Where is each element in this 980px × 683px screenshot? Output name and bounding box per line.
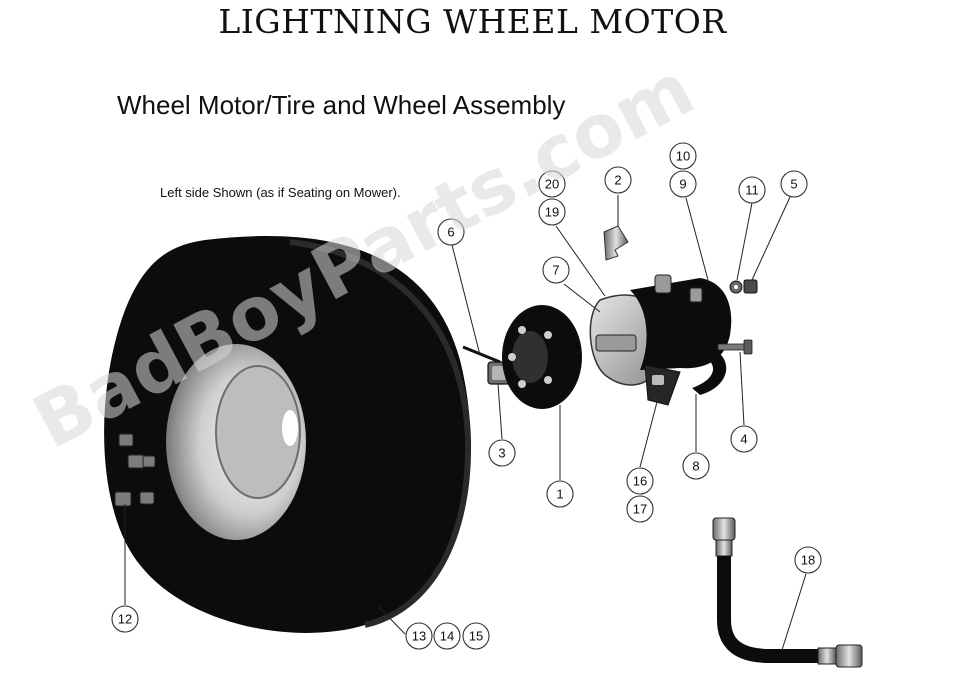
callout-8: 8 xyxy=(682,452,710,480)
callout-18: 18 xyxy=(794,546,822,574)
svg-text:4: 4 xyxy=(740,432,747,447)
callout-14: 14 xyxy=(433,622,461,650)
tire-and-wheel xyxy=(104,236,472,633)
brake-arm xyxy=(692,345,727,395)
callout-20: 20 xyxy=(538,170,566,198)
page-title: LIGHTNING WHEEL MOTOR xyxy=(218,2,727,41)
callout-9: 9 xyxy=(669,170,697,198)
svg-text:12: 12 xyxy=(118,612,132,627)
callout-2: 2 xyxy=(604,166,632,194)
callout-1: 1 xyxy=(546,480,574,508)
svg-text:13: 13 xyxy=(412,629,426,644)
svg-text:17: 17 xyxy=(633,502,647,517)
svg-text:2: 2 xyxy=(614,173,621,188)
svg-text:19: 19 xyxy=(545,205,559,220)
lug-nuts xyxy=(114,433,156,507)
svg-text:6: 6 xyxy=(447,225,454,240)
motor-bracket xyxy=(644,364,681,406)
callout-7: 7 xyxy=(542,256,570,284)
cotter-pin xyxy=(462,345,501,364)
orientation-note: Left side Shown (as if Seating on Mower)… xyxy=(160,185,401,200)
svg-text:5: 5 xyxy=(790,177,797,192)
leader-lines xyxy=(124,195,807,651)
lug-nut xyxy=(114,491,132,507)
tire-tread-shade xyxy=(289,239,472,628)
callout-10: 10 xyxy=(669,142,697,170)
callout-4: 4 xyxy=(730,425,758,453)
svg-text:8: 8 xyxy=(692,459,699,474)
lug-nut xyxy=(142,455,156,468)
svg-text:9: 9 xyxy=(679,177,686,192)
svg-text:11: 11 xyxy=(745,183,759,198)
svg-text:7: 7 xyxy=(552,263,559,278)
wheel-rim-inner xyxy=(215,365,301,499)
lug-nut xyxy=(139,491,155,505)
callout-6: 6 xyxy=(437,218,465,246)
mounting-bolt xyxy=(717,339,753,355)
wheel-center-hole xyxy=(282,410,298,446)
callout-19: 19 xyxy=(538,198,566,226)
callout-5: 5 xyxy=(780,170,808,198)
hex-nut xyxy=(743,279,758,294)
svg-text:16: 16 xyxy=(633,474,647,489)
callout-12: 12 xyxy=(111,605,139,633)
lug-nut xyxy=(127,454,145,469)
svg-text:18: 18 xyxy=(801,553,815,568)
svg-text:10: 10 xyxy=(676,149,690,164)
svg-text:15: 15 xyxy=(469,629,483,644)
svg-text:20: 20 xyxy=(545,177,559,192)
callout-17: 17 xyxy=(626,495,654,523)
callout-3: 3 xyxy=(488,439,516,467)
washer-hole xyxy=(734,285,738,289)
callout-16: 16 xyxy=(626,467,654,495)
callout-13: 13 xyxy=(405,622,433,650)
callout-11: 11 xyxy=(738,176,766,204)
assembly-subtitle: Wheel Motor/Tire and Wheel Assembly xyxy=(117,90,566,120)
svg-text:14: 14 xyxy=(440,629,454,644)
lug-nut xyxy=(118,433,134,447)
elbow-fitting xyxy=(603,225,629,261)
hydraulic-hose xyxy=(712,517,863,668)
svg-text:3: 3 xyxy=(498,446,505,461)
svg-text:1: 1 xyxy=(556,487,563,502)
callout-15: 15 xyxy=(462,622,490,650)
wheel-hub xyxy=(502,305,582,409)
